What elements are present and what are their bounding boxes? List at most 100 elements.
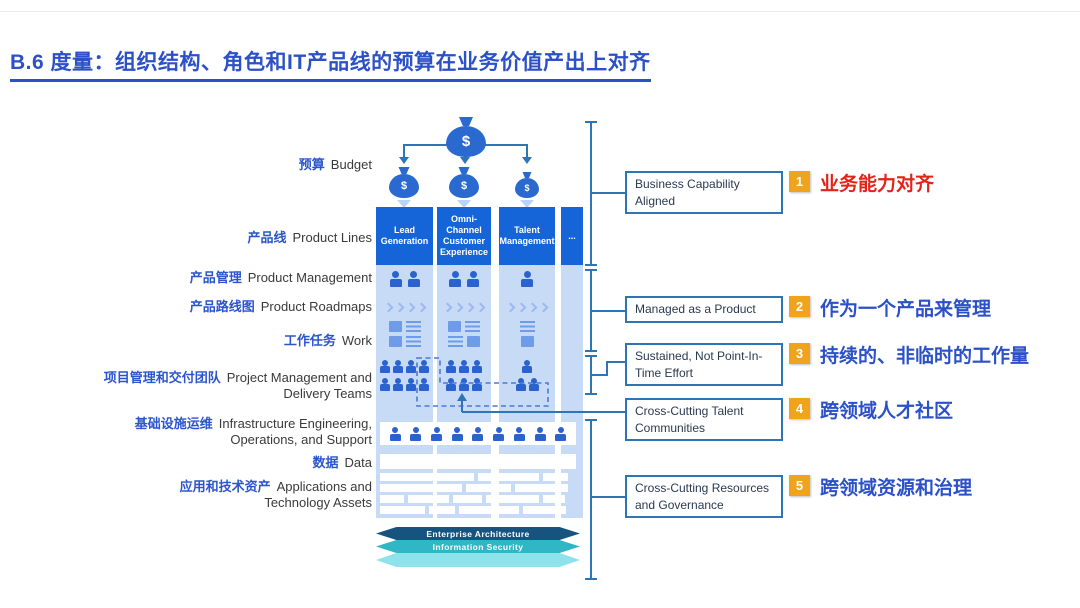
asset-brick bbox=[380, 506, 426, 514]
person-icon bbox=[521, 271, 533, 287]
roadmap-chevrons bbox=[437, 300, 491, 314]
team-row bbox=[380, 378, 429, 391]
work-card-icon bbox=[388, 321, 402, 332]
money-bag-icon: $ bbox=[449, 167, 479, 198]
team-row bbox=[515, 378, 539, 391]
person-icon bbox=[467, 271, 479, 287]
label-product-roadmaps-en: Product Roadmaps bbox=[260, 299, 372, 314]
person-icon bbox=[528, 378, 539, 391]
callout-zh-resources-governance: 跨领域资源和治理 bbox=[820, 478, 973, 499]
product-managers-row bbox=[376, 269, 433, 289]
connector-line bbox=[592, 192, 625, 194]
person-icon bbox=[555, 426, 567, 441]
person-icon bbox=[406, 378, 416, 391]
work-list-icon bbox=[448, 336, 463, 347]
chevron-right-icon bbox=[383, 302, 393, 312]
dollar-sign: $ bbox=[524, 183, 530, 193]
bracket-segment bbox=[590, 356, 592, 395]
bracket-cap bbox=[585, 350, 597, 352]
asset-brick bbox=[466, 484, 512, 492]
work-list-icon bbox=[465, 321, 480, 332]
budget-branch-line bbox=[485, 144, 528, 146]
connector-line bbox=[606, 362, 608, 376]
label-product-management-zh: 产品管理 bbox=[189, 270, 242, 285]
work-items bbox=[499, 321, 555, 347]
work-card-icon bbox=[467, 336, 480, 347]
person-icon bbox=[446, 378, 456, 391]
money-bag-knot bbox=[459, 117, 473, 126]
bracket-cap bbox=[585, 264, 597, 266]
number-badge-1: 1 bbox=[789, 171, 810, 192]
work-list-icon bbox=[405, 336, 421, 347]
callout-box-resources-governance: Cross-Cutting Resources and Governance bbox=[625, 475, 783, 518]
connector-line bbox=[592, 310, 625, 312]
chevron-right-icon bbox=[527, 302, 538, 312]
label-work-en: Work bbox=[341, 333, 372, 348]
dollar-sign: $ bbox=[400, 180, 408, 192]
banner-blank bbox=[376, 553, 580, 567]
label-work: 工作任务 Work bbox=[72, 333, 372, 349]
number-badge-5: 5 bbox=[789, 475, 810, 496]
chevron-right-icon bbox=[453, 302, 464, 312]
arrow-down-icon bbox=[457, 200, 471, 208]
arrow-down-icon bbox=[399, 157, 409, 164]
label-infrastructure-zh: 基础设施运维 bbox=[134, 416, 213, 431]
chevron-right-icon bbox=[505, 302, 516, 312]
label-data-zh: 数据 bbox=[312, 455, 339, 470]
team-row bbox=[380, 360, 429, 373]
bracket-segment bbox=[590, 270, 592, 352]
banner-information-security: Information Security bbox=[376, 540, 580, 553]
money-bag-icon: $ bbox=[446, 117, 486, 157]
person-icon bbox=[472, 378, 482, 391]
person-icon bbox=[406, 360, 416, 373]
person-icon bbox=[472, 360, 482, 373]
label-apps-zh: 应用和技术资产 bbox=[179, 479, 271, 494]
callout-zh-business-capability: 业务能力对齐 bbox=[820, 174, 935, 195]
banner-enterprise-architecture-label: Enterprise Architecture bbox=[426, 528, 530, 539]
banner-information-security-label: Information Security bbox=[432, 541, 524, 552]
brick-row bbox=[380, 506, 576, 514]
bracket-cap bbox=[585, 578, 597, 580]
work-card-icon bbox=[388, 336, 402, 347]
person-icon bbox=[522, 360, 532, 373]
person-icon bbox=[389, 426, 401, 441]
label-data-en: Data bbox=[344, 455, 372, 470]
connector-line bbox=[592, 374, 608, 376]
banner-stack: Enterprise Architecture Information Secu… bbox=[376, 527, 580, 567]
work-items bbox=[376, 321, 433, 347]
infrastructure-band bbox=[380, 422, 576, 445]
product-managers-row bbox=[499, 269, 555, 289]
money-bag-icon: $ bbox=[515, 172, 539, 198]
person-icon bbox=[389, 271, 402, 287]
chevron-right-icon bbox=[538, 302, 549, 312]
bracket-cap bbox=[585, 121, 597, 123]
label-work-zh: 工作任务 bbox=[283, 333, 336, 348]
dollar-sign: $ bbox=[460, 180, 468, 192]
brick-row bbox=[380, 495, 576, 503]
dollar-sign: $ bbox=[461, 133, 471, 150]
asset-brick bbox=[380, 495, 404, 503]
label-budget-zh: 预算 bbox=[298, 157, 325, 172]
application-assets-grid bbox=[380, 473, 576, 517]
team-row bbox=[522, 360, 532, 373]
person-icon bbox=[515, 378, 526, 391]
label-teams-zh: 项目管理和交付团队 bbox=[103, 370, 221, 385]
money-bag-knot bbox=[398, 167, 410, 174]
asset-brick bbox=[429, 506, 455, 514]
label-product-management-en: Product Management bbox=[247, 270, 372, 285]
label-apps-en: Applications and Technology Assets bbox=[264, 479, 372, 510]
work-card-icon bbox=[448, 321, 461, 332]
column-header-omni-channel: Omni-Channel Customer Experience bbox=[437, 207, 491, 265]
callout-zh-talent-communities: 跨领域人才社区 bbox=[820, 401, 954, 422]
number-badge-4: 4 bbox=[789, 398, 810, 419]
budget-branch-line bbox=[404, 144, 448, 146]
arrow-down-icon bbox=[520, 200, 534, 208]
arrow-down-icon bbox=[522, 157, 532, 164]
bracket-cap bbox=[585, 269, 597, 271]
callout-zh-sustained-effort: 持续的、非临时的工作量 bbox=[820, 346, 1030, 367]
bracket-cap bbox=[585, 355, 597, 357]
